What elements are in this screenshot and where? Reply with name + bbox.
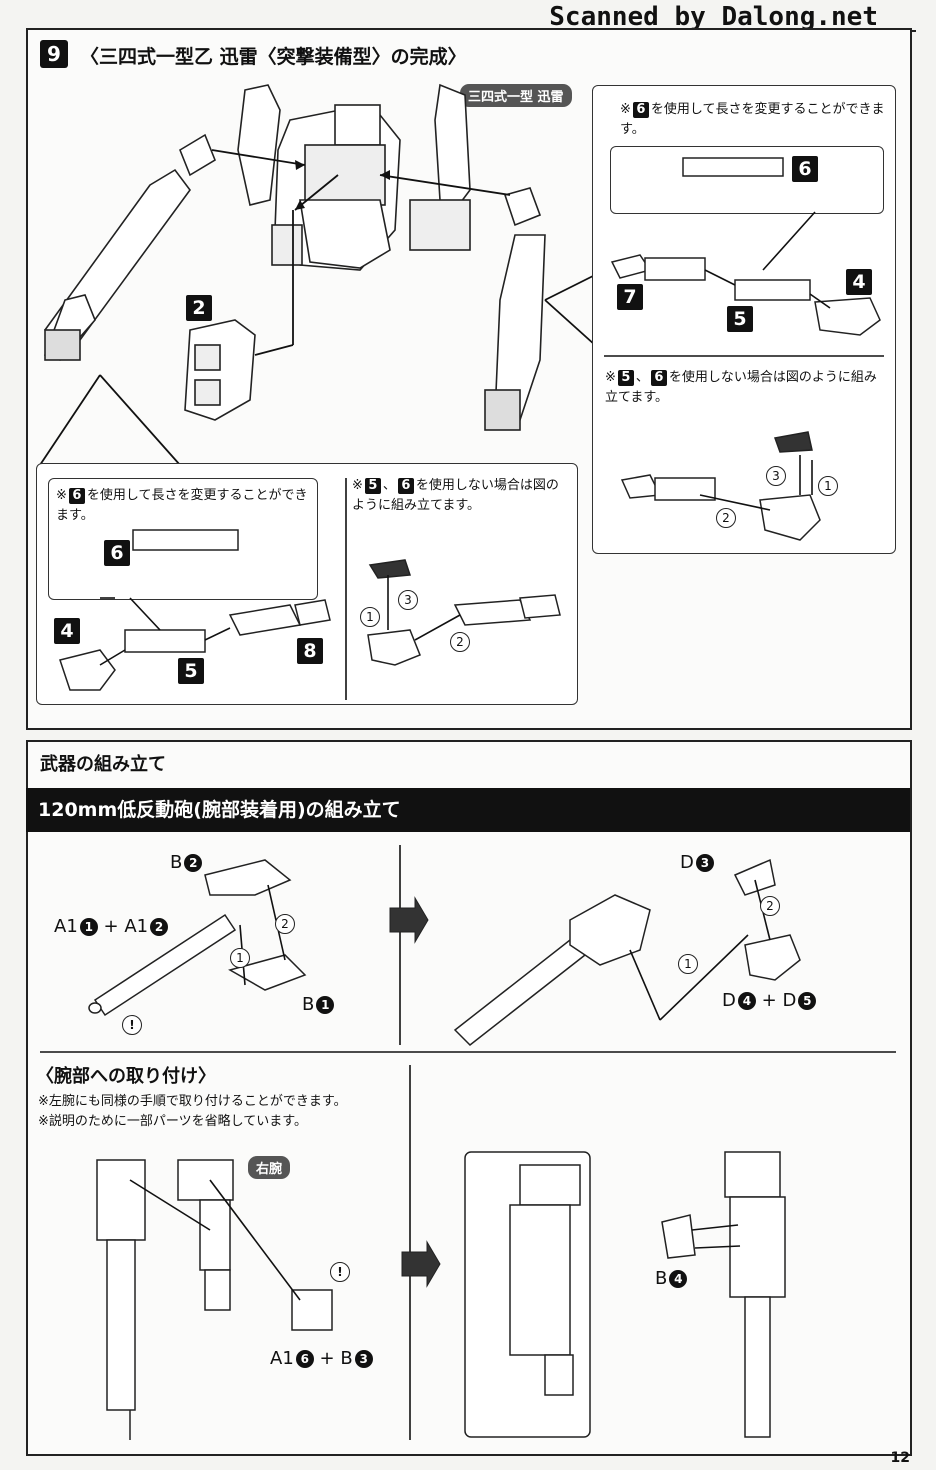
circled-number: 5 [798, 992, 817, 1010]
circled-number: 1 [79, 918, 98, 936]
part-4-label-left: 4 [54, 618, 80, 644]
label-text: B [340, 1348, 353, 1369]
part-6-inline: 6 [632, 102, 649, 118]
part-8-label: 8 [297, 638, 323, 664]
mech-illustration [39, 83, 596, 466]
step-circle-1-left: 1 [360, 607, 380, 627]
step-circle-3-left: 3 [398, 590, 418, 610]
plus: + [319, 1348, 335, 1369]
warning-icon-arm: ! [330, 1262, 350, 1282]
note-text: を使用して長さを変更することができます。 [620, 102, 885, 137]
cannon-assembly-band: 120mm低反動砲(腕部装着用)の組み立て [26, 788, 910, 832]
note-mark: ※ [605, 370, 616, 385]
note-mark: ※ [56, 488, 67, 503]
sep: 、 [382, 478, 396, 493]
step-circle-1: 1 [818, 476, 838, 496]
label-text: B [302, 994, 315, 1015]
note-mark: ※ [352, 478, 363, 493]
step9-title: 〈三四式一型乙 迅雷〈突撃装備型〉の完成〉 [80, 46, 467, 68]
circled-number: 4 [737, 992, 756, 1010]
circled-number: 2 [184, 854, 203, 872]
attach-title: 〈腕部への取り付け〉 [36, 1066, 216, 1087]
page-number: 12 [890, 1450, 910, 1466]
left-inset-drawing [59, 478, 561, 700]
note-text: を使用して長さを変更することができます。 [56, 488, 308, 523]
part-7-label: 7 [617, 284, 643, 310]
plus: + [761, 990, 777, 1011]
circled-number: 1 [316, 996, 335, 1014]
plus: + [103, 916, 119, 937]
part-2-label: 2 [186, 295, 212, 321]
part-5-label-left: 5 [178, 658, 204, 684]
step-circle-2-left: 2 [450, 632, 470, 652]
part-5-label-right: 5 [727, 306, 753, 332]
part-6-label-right: 6 [792, 156, 818, 182]
circled-number: 4 [669, 1270, 688, 1288]
attach-note-1: ※左腕にも同様の手順で取り付けることができます。 [38, 1094, 347, 1109]
step-circle-2-cannon: 2 [275, 914, 295, 934]
step-circle-2-cannon-right: 2 [760, 896, 780, 916]
note-text: を使用しない場合は図のように組み立てます。 [352, 478, 559, 513]
circled-number: 3 [354, 1350, 373, 1368]
step-circle-2: 2 [716, 508, 736, 528]
label-text: B [655, 1268, 668, 1289]
part-5-inline: 5 [617, 370, 634, 386]
circled-number: 3 [695, 854, 714, 872]
label-text: A1 [54, 916, 78, 937]
part-6-inline: 6 [650, 370, 667, 386]
part-6-label-left: 6 [104, 540, 130, 566]
label-text: D [782, 990, 797, 1011]
weapons-section-title: 武器の組み立て [40, 754, 166, 775]
note-text: を使用しない場合は図のように組み立てます。 [605, 370, 877, 405]
warning-icon: ! [122, 1015, 142, 1035]
right-arm-tag: 右腕 [248, 1156, 291, 1179]
label-text: A1 [124, 916, 149, 937]
sep: 、 [635, 370, 649, 385]
circled-number: 2 [150, 918, 169, 936]
step-circle-3: 3 [766, 466, 786, 486]
scanner-watermark: Scanned by Dalong.net [549, 2, 878, 32]
part-6-inline: 6 [68, 488, 85, 504]
part-4-label-right: 4 [846, 269, 872, 295]
label-text: D [722, 990, 736, 1011]
circled-number: 6 [295, 1350, 314, 1368]
step-circle-1-cannon-right: 1 [678, 954, 698, 974]
part-5-inline: 5 [364, 478, 381, 494]
label-text: D [680, 852, 694, 873]
note-mark: ※ [620, 102, 631, 117]
model-name-tag: 三四式一型 迅雷 [460, 84, 572, 107]
label-text: A1 [270, 1348, 294, 1369]
step-number-badge: 9 [40, 40, 68, 68]
attach-note-2: ※説明のために一部パーツを省略しています。 [38, 1114, 307, 1129]
right-parts-drawing [604, 157, 884, 541]
part-6-inline: 6 [397, 478, 414, 494]
step-circle-1-cannon: 1 [230, 948, 250, 968]
label-text: B [170, 852, 183, 873]
